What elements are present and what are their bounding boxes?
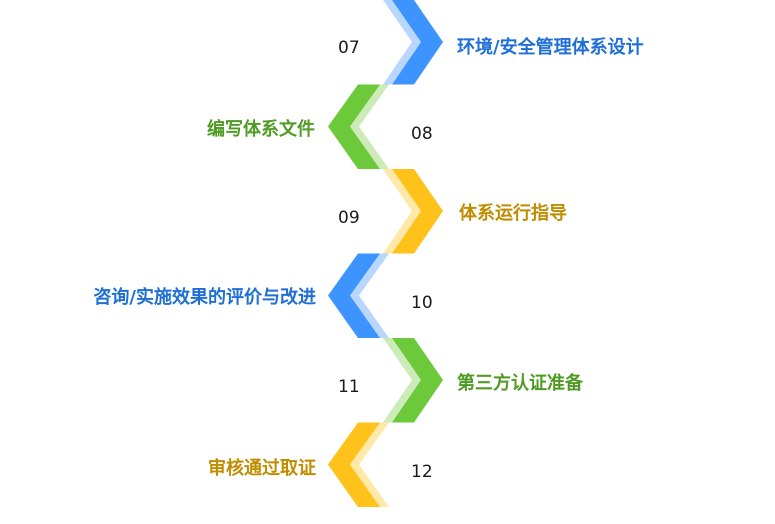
chevron-band — [392, 338, 443, 423]
step-number-12: 12 — [411, 462, 433, 482]
chevron-band — [392, 0, 443, 85]
chevron-segment-10 — [328, 253, 389, 338]
chevron-band — [328, 253, 380, 338]
chevron-segment-08 — [328, 84, 389, 169]
chevron-segment-12 — [328, 422, 389, 507]
chevron-band — [392, 169, 443, 254]
chevron-highlight — [383, 338, 421, 423]
chevron-highlight — [350, 253, 389, 338]
chevron-highlight — [350, 422, 389, 507]
step-number-09: 09 — [338, 208, 360, 228]
chevron-segment-09 — [383, 169, 443, 254]
chevron-band — [328, 422, 380, 507]
step-label-11: 第三方认证准备 — [457, 373, 583, 394]
chevron-highlight — [383, 0, 421, 85]
step-label-08: 编写体系文件 — [207, 119, 315, 140]
step-number-08: 08 — [411, 124, 433, 144]
step-number-11: 11 — [338, 377, 360, 397]
step-label-07: 环境/安全管理体系设计 — [457, 37, 644, 58]
chevron-band — [328, 84, 380, 169]
chevron-segment-07 — [383, 0, 443, 85]
step-number-10: 10 — [411, 293, 433, 313]
step-label-10: 咨询/实施效果的评价与改进 — [93, 287, 316, 308]
chevron-highlight — [350, 84, 389, 169]
step-label-12: 审核通过取证 — [208, 458, 316, 479]
step-label-09: 体系运行指导 — [459, 203, 567, 224]
chevron-highlight — [383, 169, 421, 254]
chevron-segment-11 — [383, 338, 443, 423]
step-number-07: 07 — [338, 38, 360, 58]
